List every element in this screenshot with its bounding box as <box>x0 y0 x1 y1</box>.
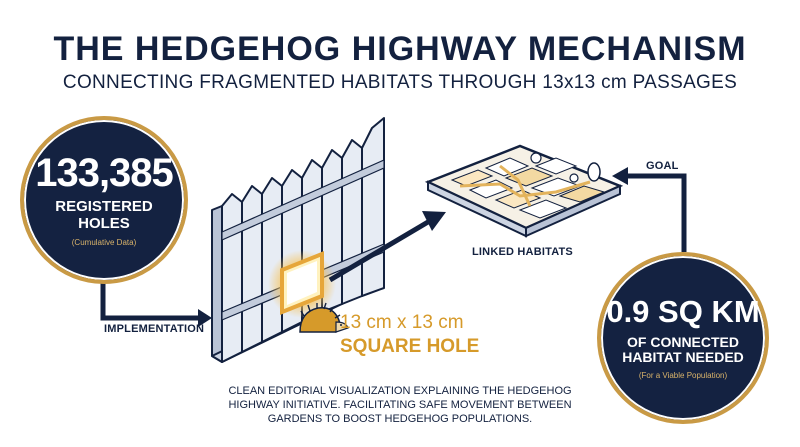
square-hole-icon <box>268 250 336 318</box>
habitat-needed-stat: 0.9 SQ KM OF CONNECTED HABITAT NEEDED (F… <box>597 252 769 424</box>
caption-text: CLEAN EDITORIAL VISUALIZATION EXPLAINING… <box>228 385 572 426</box>
implementation-label: IMPLEMENTATION <box>104 323 205 335</box>
habitat-needed-value: 0.9 SQ KM <box>606 293 760 329</box>
hole-size-label: 13 cm x 13 cm SQUARE HOLE <box>340 312 480 357</box>
hedgehog-icon <box>299 302 349 333</box>
goal-connector <box>612 167 687 252</box>
linked-habitats-label: LINKED HABITATS <box>472 246 573 258</box>
registered-holes-note: (Cumulative Data) <box>71 238 137 247</box>
habitat-map-illustration <box>424 144 624 238</box>
page-title: THE HEDGEHOG HIGHWAY MECHANISM <box>53 30 747 68</box>
registered-holes-value: 133,385 <box>35 151 174 195</box>
goal-label: GOAL <box>646 160 679 172</box>
registered-holes-label: REGISTERED HOLES <box>55 198 153 232</box>
registered-holes-stat: 133,385 REGISTERED HOLES (Cumulative Dat… <box>20 116 188 284</box>
habitat-needed-label: OF CONNECTED HABITAT NEEDED <box>622 333 744 365</box>
implementation-connector <box>100 276 212 327</box>
page-subtitle: CONNECTING FRAGMENTED HABITATS THROUGH 1… <box>62 72 738 93</box>
habitat-needed-note: (For a Viable Population) <box>638 371 728 381</box>
fence-to-habitat-arrow <box>328 211 446 283</box>
